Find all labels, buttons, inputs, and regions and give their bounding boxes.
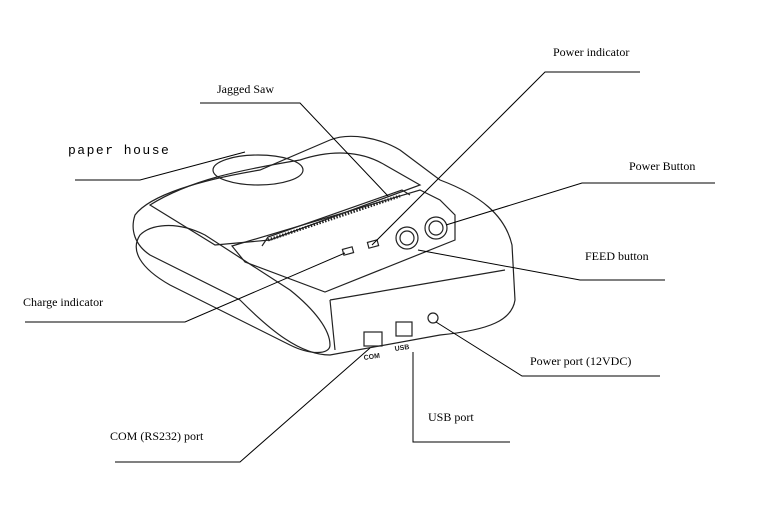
power-port-shape bbox=[427, 312, 439, 324]
leader-power-port bbox=[435, 321, 660, 377]
jagged-saw bbox=[267, 194, 401, 242]
label-power-indicator: Power indicator bbox=[553, 45, 630, 59]
leader-charge-indicator bbox=[25, 252, 346, 323]
com-marking: COM bbox=[363, 353, 380, 362]
com-port-shape bbox=[363, 331, 383, 347]
printer-lid bbox=[148, 152, 422, 246]
label-power-button: Power Button bbox=[629, 159, 696, 173]
label-feed-button: FEED button bbox=[585, 249, 649, 263]
side-panel bbox=[135, 224, 331, 354]
leader-jagged-saw bbox=[200, 102, 389, 197]
leader-feed-button bbox=[417, 249, 665, 281]
leader-usb-port bbox=[412, 352, 510, 443]
power-indicator-led bbox=[366, 239, 380, 249]
leader-com-port bbox=[115, 347, 371, 463]
label-com-port: COM (RS232) port bbox=[110, 429, 204, 443]
label-jagged-saw: Jagged Saw bbox=[217, 82, 274, 96]
printer-body bbox=[132, 135, 516, 356]
label-charge-indicator: Charge indicator bbox=[23, 295, 104, 309]
leader-paper-house bbox=[75, 151, 246, 181]
power-button-shape bbox=[424, 216, 448, 240]
label-power-port: Power port (12VDC) bbox=[530, 354, 632, 368]
feed-button-shape bbox=[395, 226, 419, 250]
label-paper-house: paper house bbox=[68, 143, 171, 158]
label-usb-port: USB port bbox=[428, 410, 474, 424]
leader-power-indicator bbox=[371, 71, 640, 246]
front-face bbox=[230, 189, 506, 351]
usb-port-shape bbox=[395, 321, 413, 337]
paper-house-window bbox=[212, 154, 304, 186]
leader-power-button bbox=[445, 182, 715, 226]
leader-lines bbox=[25, 71, 715, 463]
usb-marking: USB bbox=[394, 344, 410, 353]
charge-indicator-led bbox=[341, 246, 355, 256]
